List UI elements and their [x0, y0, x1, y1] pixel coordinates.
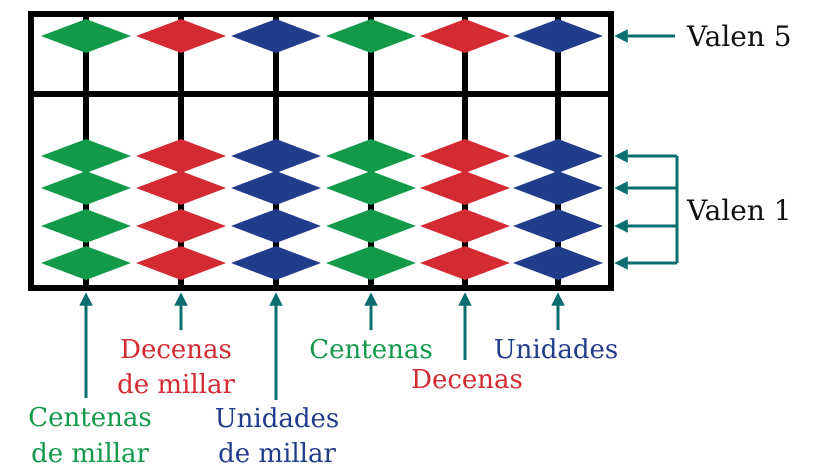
label-decenas-de-millar-2: de millar [117, 370, 235, 400]
label-centenas: Centenas [309, 335, 432, 365]
label-centenas-de-millar-2: de millar [31, 439, 149, 469]
label-unidades: Unidades [494, 335, 619, 365]
bead-lower-col-5-2 [420, 171, 510, 205]
bead-upper-col-1 [41, 19, 131, 53]
bead-lower-col-2-2 [136, 171, 226, 205]
bead-lower-col-2-3 [136, 209, 226, 243]
abacus-frame [28, 11, 614, 291]
bead-lower-col-1-4 [41, 246, 131, 280]
bead-lower-col-5-1 [420, 139, 510, 173]
label-decenas: Decenas [411, 365, 523, 395]
bead-lower-col-4-4 [326, 246, 416, 280]
bead-upper-col-5 [420, 19, 510, 53]
column-labels: Centenas de millar Decenas de millar Uni… [28, 335, 618, 469]
bead-lower-col-3-1 [231, 139, 321, 173]
bead-lower-col-5-3 [420, 209, 510, 243]
bead-lower-col-2-4 [136, 246, 226, 280]
column-arrows [79, 292, 565, 400]
bead-lower-col-2-1 [136, 139, 226, 173]
bead-upper-col-3 [231, 19, 321, 53]
bead-lower-col-6-1 [513, 139, 603, 173]
abacus-beads [41, 19, 603, 280]
side-arrows [614, 29, 679, 270]
bead-lower-col-1-3 [41, 209, 131, 243]
label-centenas-de-millar-1: Centenas [28, 403, 151, 433]
bead-lower-col-4-2 [326, 171, 416, 205]
valen-5-label: Valen 5 [686, 20, 792, 53]
bead-lower-col-6-2 [513, 171, 603, 205]
bead-lower-col-1-2 [41, 171, 131, 205]
bead-lower-col-3-4 [231, 246, 321, 280]
bead-lower-col-3-2 [231, 171, 321, 205]
bead-lower-col-5-4 [420, 246, 510, 280]
bead-lower-col-4-3 [326, 209, 416, 243]
bead-lower-col-6-4 [513, 246, 603, 280]
valen-1-label: Valen 1 [686, 194, 792, 227]
bead-lower-col-6-3 [513, 209, 603, 243]
bead-lower-col-4-1 [326, 139, 416, 173]
label-unidades-de-millar-2: de millar [218, 439, 336, 469]
bead-upper-col-2 [136, 19, 226, 53]
bead-lower-col-1-1 [41, 139, 131, 173]
bead-upper-col-6 [513, 19, 603, 53]
bead-lower-col-3-3 [231, 209, 321, 243]
label-unidades-de-millar-1: Unidades [215, 404, 340, 434]
label-decenas-de-millar-1: Decenas [120, 335, 232, 365]
bead-upper-col-4 [326, 19, 416, 53]
